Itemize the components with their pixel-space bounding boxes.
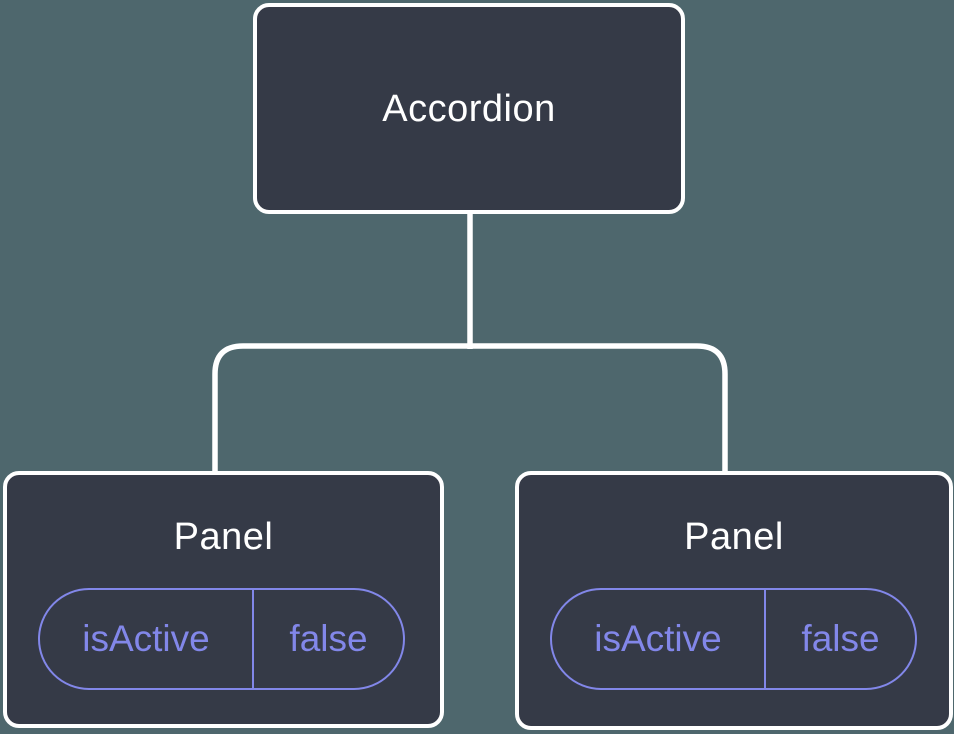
- accordion-node-label: Accordion: [382, 87, 556, 130]
- accordion-node: Accordion: [253, 3, 685, 214]
- state-pill: isActive false: [550, 588, 917, 690]
- state-name: isActive: [552, 590, 766, 688]
- state-pill: isActive false: [38, 588, 405, 690]
- state-value: false: [801, 618, 880, 659]
- panel-node-label: Panel: [684, 516, 784, 558]
- state-name: isActive: [40, 590, 254, 688]
- panel-node-right: Panel isActive false: [515, 471, 953, 730]
- state-value: false: [289, 618, 368, 659]
- panel-node-left: Panel isActive false: [3, 471, 444, 728]
- connector-branch: [212, 343, 728, 473]
- panel-node-label: Panel: [173, 516, 274, 558]
